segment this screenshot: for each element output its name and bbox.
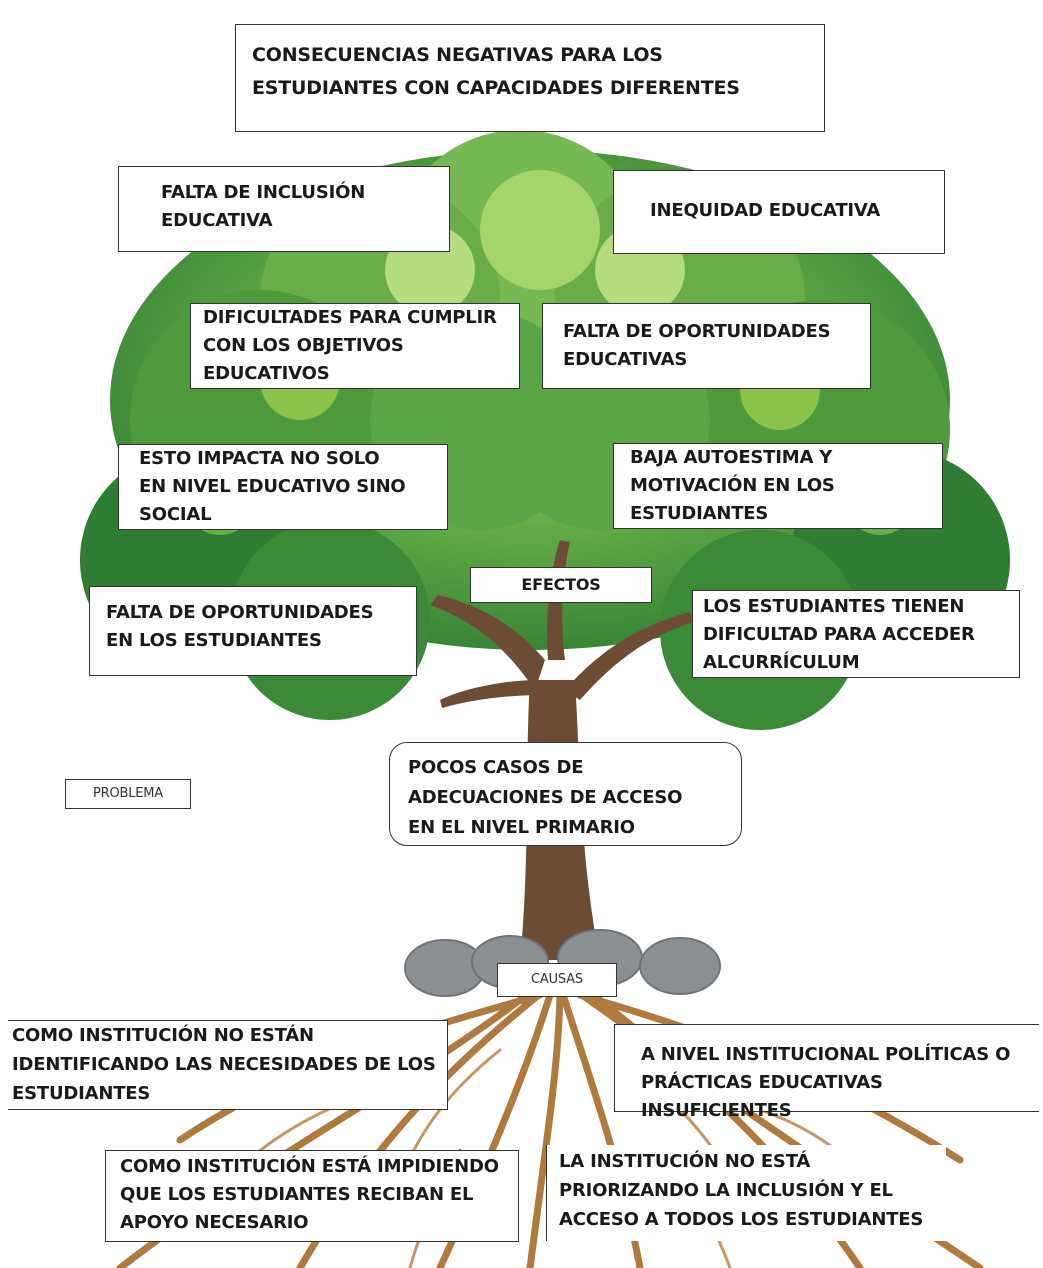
cause-politicas-insuficientes: A NIVEL INSTITUCIONAL POLÍTICAS O PRÁCTI… [614, 1024, 1039, 1121]
effect-dificultad-curriculum: LOS ESTUDIANTES TIENEN DIFICULTAD PARA A… [692, 590, 1020, 678]
problem-box: POCOS CASOS DE ADECUACIONES DE ACCESO EN… [389, 742, 742, 846]
cause-no-identificando-necesidades: COMO INSTITUCIÓN NO ESTÁN IDENTIFICANDO … [8, 1020, 448, 1110]
causes-label: CAUSAS [497, 963, 617, 997]
effects-label: EFECTOS [470, 567, 652, 603]
effect-dificultades-objetivos: DIFICULTADES PARA CUMPLIR CON LOS OBJETI… [190, 303, 520, 389]
effect-baja-autoestima: BAJA AUTOESTIMA Y MOTIVACIÓN EN LOS ESTU… [613, 443, 943, 529]
effect-falta-oportunidades-educativas: FALTA DE OPORTUNIDADES EDUCATIVAS [542, 303, 871, 389]
cause-impidiendo-apoyo: COMO INSTITUCIÓN ESTÁ IMPIDIENDO QUE LOS… [105, 1150, 519, 1242]
diagram-title: CONSECUENCIAS NEGATIVAS PARA LOS ESTUDIA… [235, 24, 825, 132]
problem-label: PROBLEMA [65, 779, 191, 809]
effect-inequidad: INEQUIDAD EDUCATIVA [613, 170, 945, 254]
effect-impacto-social: ESTO IMPACTA NO SOLO EN NIVEL EDUCATIVO … [118, 444, 448, 530]
cause-no-priorizando-inclusion: LA INSTITUCIÓN NO ESTÁ PRIORIZANDO LA IN… [546, 1145, 946, 1241]
effect-falta-inclusion: FALTA DE INCLUSIÓN EDUCATIVA [118, 166, 450, 252]
effect-falta-oportunidades-estudiantes: FALTA DE OPORTUNIDADES EN LOS ESTUDIANTE… [89, 586, 417, 676]
